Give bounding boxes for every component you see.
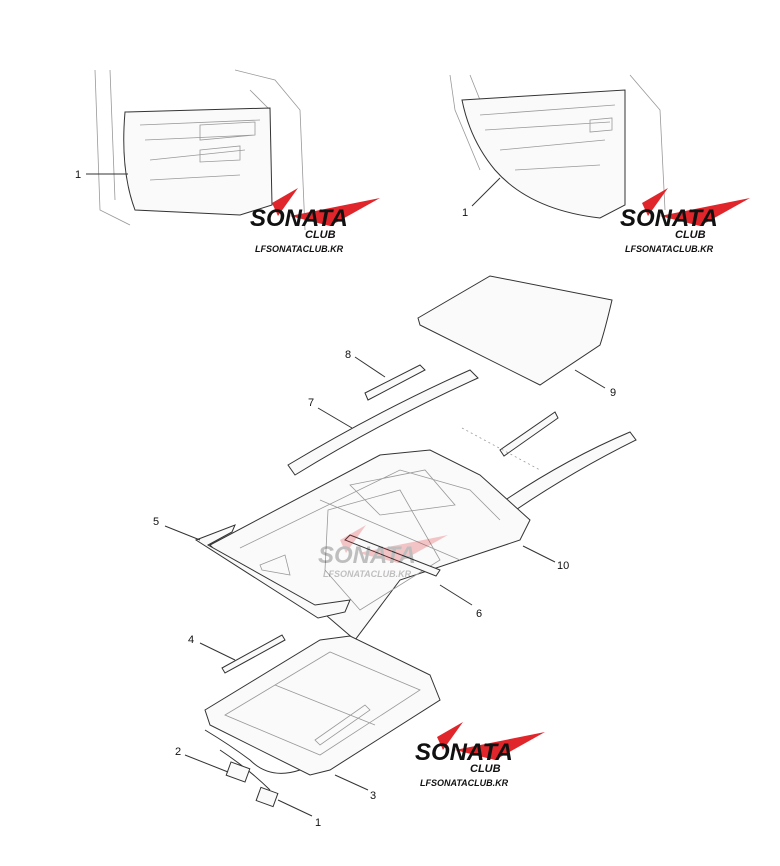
svg-text:LFSONATACLUB.KR: LFSONATACLUB.KR bbox=[420, 778, 509, 788]
callout-7: 7 bbox=[308, 397, 314, 409]
svg-text:SONATA: SONATA bbox=[415, 739, 513, 766]
leader-line bbox=[184, 754, 229, 773]
small-trim-strip bbox=[364, 364, 426, 401]
svg-text:CLUB: CLUB bbox=[305, 229, 336, 241]
sunroof-motor-connector bbox=[255, 786, 279, 808]
svg-text:SONATA: SONATA bbox=[620, 205, 718, 232]
svg-text:LFSONATACLUB.KR: LFSONATACLUB.KR bbox=[323, 569, 412, 579]
callout-8: 8 bbox=[345, 349, 351, 361]
front-door-illustration bbox=[94, 69, 306, 231]
sonata-club-logo: SONATA CLUB LFSONATACLUB.KR bbox=[415, 722, 545, 788]
leader-line bbox=[164, 525, 201, 541]
leader-line bbox=[574, 369, 606, 389]
sunroof-motor bbox=[225, 761, 251, 783]
callout-1-bottom: 1 bbox=[315, 817, 321, 829]
sunroof-frame-assembly bbox=[204, 635, 441, 776]
leader-line bbox=[277, 799, 313, 817]
leader-line bbox=[439, 584, 473, 606]
callout-6: 6 bbox=[476, 608, 482, 620]
svg-text:LFSONATACLUB.KR: LFSONATACLUB.KR bbox=[625, 244, 714, 254]
svg-text:SONATA: SONATA bbox=[250, 205, 348, 232]
rear-door-illustration bbox=[449, 74, 666, 219]
side-strip bbox=[499, 411, 559, 457]
svg-text:CLUB: CLUB bbox=[675, 229, 706, 241]
callout-3: 3 bbox=[370, 790, 376, 802]
callout-1-front-door: 1 bbox=[75, 169, 81, 181]
leader-line bbox=[522, 545, 556, 563]
sonata-club-logo: SONATA CLUB LFSONATACLUB.KR bbox=[250, 188, 380, 254]
callout-10: 10 bbox=[557, 560, 569, 572]
leader-line bbox=[471, 177, 501, 207]
callout-5: 5 bbox=[153, 516, 159, 528]
svg-text:CLUB: CLUB bbox=[470, 763, 501, 775]
sonata-club-logo: SONATA CLUB LFSONATACLUB.KR bbox=[620, 188, 750, 254]
svg-text:LFSONATACLUB.KR: LFSONATACLUB.KR bbox=[255, 244, 344, 254]
leader-line bbox=[334, 774, 369, 791]
callout-2: 2 bbox=[175, 746, 181, 758]
roof-glass-panel bbox=[417, 275, 613, 386]
front-garnish-strip bbox=[287, 369, 479, 476]
leader-line bbox=[317, 407, 353, 429]
leader-line bbox=[199, 642, 236, 661]
sonata-club-watermark-faint: SONATA LFSONATACLUB.KR bbox=[318, 525, 448, 579]
callout-4: 4 bbox=[188, 634, 194, 646]
callout-9: 9 bbox=[610, 387, 616, 399]
sunroof-trim-strip bbox=[344, 534, 441, 577]
svg-text:SONATA: SONATA bbox=[318, 542, 416, 569]
callout-1-rear-door: 1 bbox=[462, 207, 468, 219]
rear-header-trim bbox=[194, 524, 351, 619]
leader-line bbox=[354, 356, 386, 378]
deflector-strip bbox=[221, 634, 286, 674]
